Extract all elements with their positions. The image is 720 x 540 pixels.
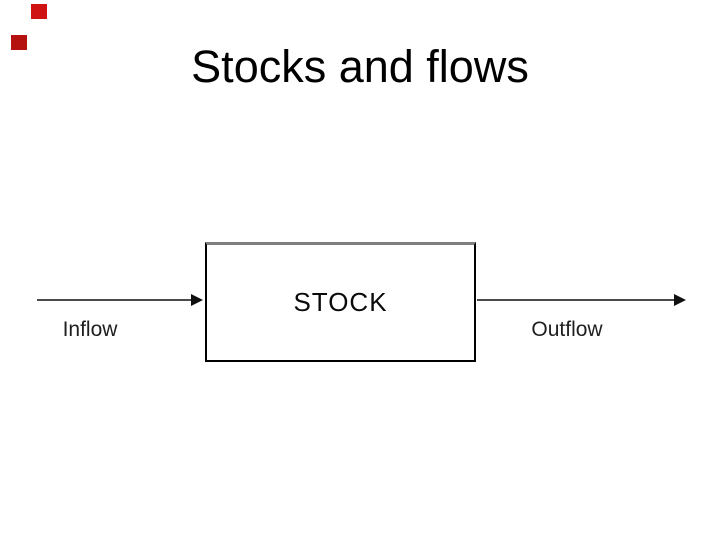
outflow-arrowhead-icon (674, 294, 686, 306)
slide-title: Stocks and flows (191, 41, 529, 92)
inflow-arrow-line (37, 299, 192, 301)
outflow-label: Outflow (531, 318, 603, 341)
stock-box: STOCK (205, 242, 476, 362)
outflow-arrow-line (477, 299, 675, 301)
red-square-decoration-top (31, 4, 47, 19)
inflow-arrowhead-icon (191, 294, 203, 306)
red-square-decoration-bottom (11, 35, 27, 50)
inflow-label: Inflow (62, 318, 118, 341)
stock-box-label: STOCK (293, 287, 388, 317)
